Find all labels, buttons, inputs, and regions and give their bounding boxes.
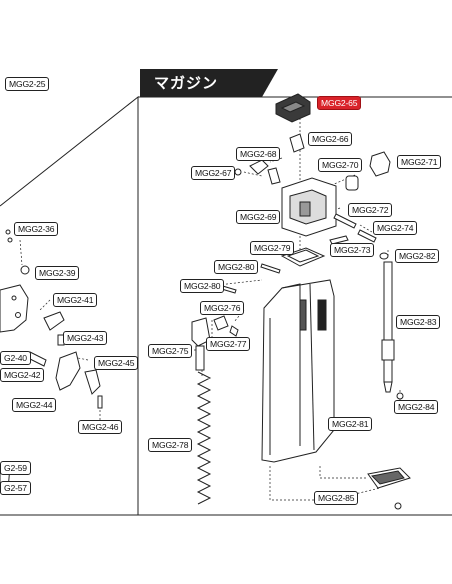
part-label[interactable]: MGG2-73 — [330, 243, 375, 257]
part-label[interactable]: MGG2-80 — [214, 260, 259, 274]
part-label[interactable]: MGG2-67 — [191, 166, 236, 180]
part-label[interactable]: MGG2-79 — [250, 241, 295, 255]
magazine-spring — [196, 371, 212, 505]
part-label[interactable]: MGG2-72 — [348, 203, 393, 217]
part-label[interactable]: MGG2-68 — [236, 147, 281, 161]
part-label[interactable]: MGG2-71 — [397, 155, 442, 169]
part-label[interactable]: MGG2-39 — [35, 266, 80, 280]
part-label[interactable]: MGG2-83 — [396, 315, 441, 329]
part-label[interactable]: MGG2-84 — [394, 400, 439, 414]
part-label[interactable]: MGG2-70 — [318, 158, 363, 172]
part-label[interactable]: MGG2-75 — [148, 344, 193, 358]
part-label[interactable]: G2-57 — [0, 481, 31, 495]
part-label[interactable]: MGG2-46 — [78, 420, 123, 434]
part-label[interactable]: MGG2-66 — [308, 132, 353, 146]
part-label[interactable]: MGG2-44 — [12, 398, 57, 412]
part-label[interactable]: MGG2-76 — [200, 301, 245, 315]
part-label[interactable]: MGG2-43 — [63, 331, 108, 345]
part-label[interactable]: MGG2-78 — [148, 438, 193, 452]
part-label[interactable]: G2-59 — [0, 461, 31, 475]
part-label[interactable]: MGG2-36 — [14, 222, 59, 236]
part-label[interactable]: MGG2-80 — [180, 279, 225, 293]
left-panel-parts — [0, 229, 103, 493]
part-label-highlighted[interactable]: MGG2-65 — [317, 96, 362, 110]
part-label[interactable]: MGG2-85 — [314, 491, 359, 505]
section-title: マガジン — [154, 74, 219, 92]
part-label[interactable]: G2-40 — [0, 351, 31, 365]
part-label[interactable]: MGG2-82 — [395, 249, 440, 263]
part-label[interactable]: MGG2-41 — [53, 293, 98, 307]
part-label[interactable]: MGG2-77 — [206, 337, 251, 351]
part-label[interactable]: MGG2-81 — [328, 417, 373, 431]
part-label[interactable]: MGG2-74 — [373, 221, 418, 235]
part-label[interactable]: MGG2-25 — [5, 77, 50, 91]
part-label[interactable]: MGG2-42 — [0, 368, 45, 382]
right-panel-parts — [191, 93, 411, 510]
part-label[interactable]: MGG2-69 — [236, 210, 281, 224]
part-label[interactable]: MGG2-45 — [94, 356, 139, 370]
section-title-tab — [140, 69, 278, 97]
